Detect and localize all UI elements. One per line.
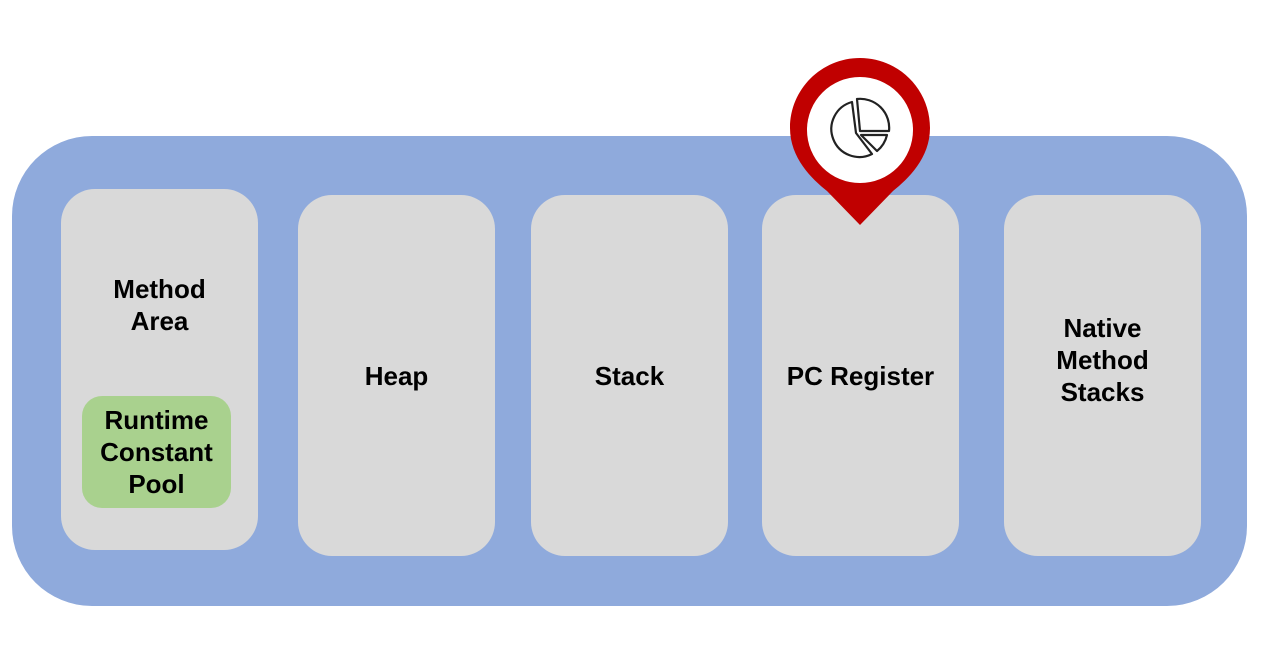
native-method-stacks-label: Native Method Stacks [1056,312,1149,407]
map-pin-marker [790,58,930,225]
pc-register-label: PC Register [786,360,935,391]
runtime-constant-pool-block: Runtime Constant Pool [82,396,231,508]
native-method-stacks-block: Native Method Stacks [1004,195,1201,556]
pie-chart-icon [830,97,891,159]
method-area-label: Method Area [113,274,206,336]
stack-label: Stack [594,360,665,391]
pc-register-block: PC Register [762,195,959,556]
stack-block: Stack [531,195,728,556]
method-area-block: Method Area Runtime Constant Pool [61,189,258,550]
heap-label: Heap [364,360,429,391]
heap-block: Heap [298,195,495,556]
